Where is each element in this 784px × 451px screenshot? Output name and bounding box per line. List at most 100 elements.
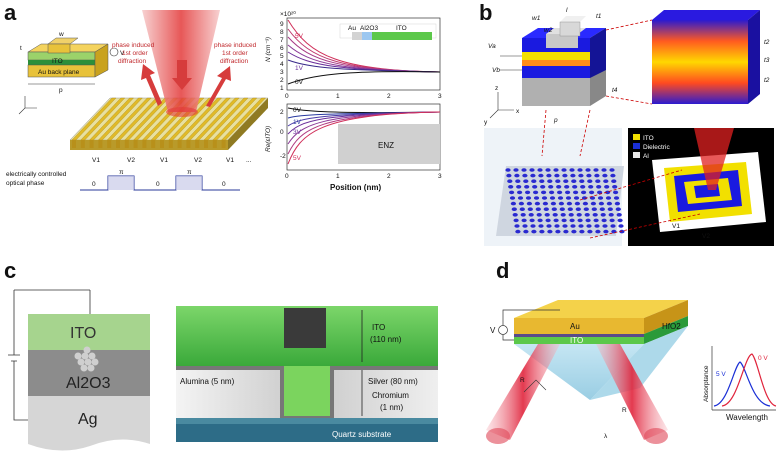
grating-stripe-front [89,140,94,148]
a-phase-left-3: diffraction [118,58,146,65]
array-pillar [581,190,587,195]
array-pillar [603,229,609,234]
a-enz-label: ENZ [378,141,394,150]
b-unit-cell: w1 l t1 w2 Va Vb p t4 z x y [484,7,618,126]
a-ellipsis: ... [246,157,252,164]
array-pillar [557,190,563,195]
b-legend-al-swatch [633,152,640,158]
array-pillar [594,224,600,228]
array-pillar [530,224,536,228]
b-l: l [566,7,568,14]
b-va: Va [488,43,496,50]
array-pillar [547,229,553,234]
a-top-ylabel: N (cm⁻³) [265,37,272,62]
array-pillar [597,190,603,195]
a-bot-curve [287,111,441,165]
array-pillar [563,179,569,183]
grating-stripe-front [142,140,147,148]
array-pillar [544,213,550,217]
array-pillar [572,185,578,189]
a-top-ytick: 5 [280,53,284,60]
a-left-diffraction-arrow [141,64,162,106]
grating-stripe-front [212,140,217,148]
a-top-ytick: 1 [280,85,284,92]
array-pillar [587,229,593,234]
array-pillar [619,229,625,234]
grating-stripe-front [124,140,129,148]
array-pillar [595,179,601,183]
array-pillar [522,224,528,228]
c-left-stack: ITO Al2O3 Ag [8,289,150,451]
array-pillar [585,218,591,223]
a-bot-0v: 0V [293,107,302,114]
a-phase-pi-b: π [187,169,192,176]
array-pillar [515,179,521,183]
array-pillar [540,185,546,189]
a-bot-xtick: 0 [285,173,289,180]
array-pillar [515,229,521,234]
array-pillar [590,201,597,206]
array-pillar [600,213,606,217]
c-right-quartz: Quartz substrate [332,430,392,439]
array-pillar [606,201,613,206]
a-bot-xtick: 1 [336,173,340,180]
array-pillar [567,207,573,211]
grating-stripe-front [186,140,191,148]
array-pillar [579,179,585,183]
array-pillar [556,185,562,189]
array-pillar [593,218,599,223]
array-pillar [529,168,535,172]
array-pillar [596,185,602,189]
array-pillar [523,229,529,234]
a-top-curve [287,71,441,85]
a-bot-ylabel: Re(εITO) [265,126,272,152]
grating-stripe-front [177,140,182,148]
array-pillar [545,218,551,223]
a-phase-0a: 0 [92,181,96,188]
a-phase-right-1: phase induced [214,42,257,49]
b-legend-ito-swatch [633,134,640,140]
array-pillar [542,201,549,206]
array-pillar [577,218,583,223]
array-pillar [561,168,567,172]
a-top-1v: 1V [295,65,304,72]
array-pillar [539,179,545,183]
array-pillar [520,213,526,217]
array-pillar [531,229,537,234]
b-vb: Vb [492,67,500,74]
array-pillar [562,173,568,178]
array-pillar [565,190,571,195]
array-pillar [586,173,592,178]
panel-label-c: c [4,258,16,283]
array-pillar [537,168,543,172]
d-0v: 0 V [758,355,768,362]
array-pillar [508,185,514,189]
a-ecop-2: optical phase [6,180,45,187]
panel-label-a: a [4,0,17,25]
array-pillar [571,179,577,183]
array-pillar [551,207,557,211]
a-top-ytick: 2 [280,77,284,84]
array-pillar [511,207,517,211]
a-top-5v: 5V [295,33,304,40]
array-pillar [521,168,527,172]
a-bot-5v: 5V [293,155,302,162]
array-pillar [571,229,577,234]
a-v2-b: V2 [194,157,202,164]
array-pillar [594,173,600,178]
c-right-ito: ITO [372,323,385,332]
b-x: x [516,108,520,115]
grating-stripe-front [195,140,200,148]
array-pillar [513,218,519,223]
a-top-0v: 0V [295,79,304,86]
a-top-xtick: 2 [387,93,391,100]
d-lambda: λ [604,433,608,440]
array-pillar [602,173,608,178]
array-pillar [554,224,560,228]
d-r1: R [520,377,525,384]
array-pillar [569,168,575,172]
array-pillar [585,168,591,172]
array-pillar [570,224,576,228]
